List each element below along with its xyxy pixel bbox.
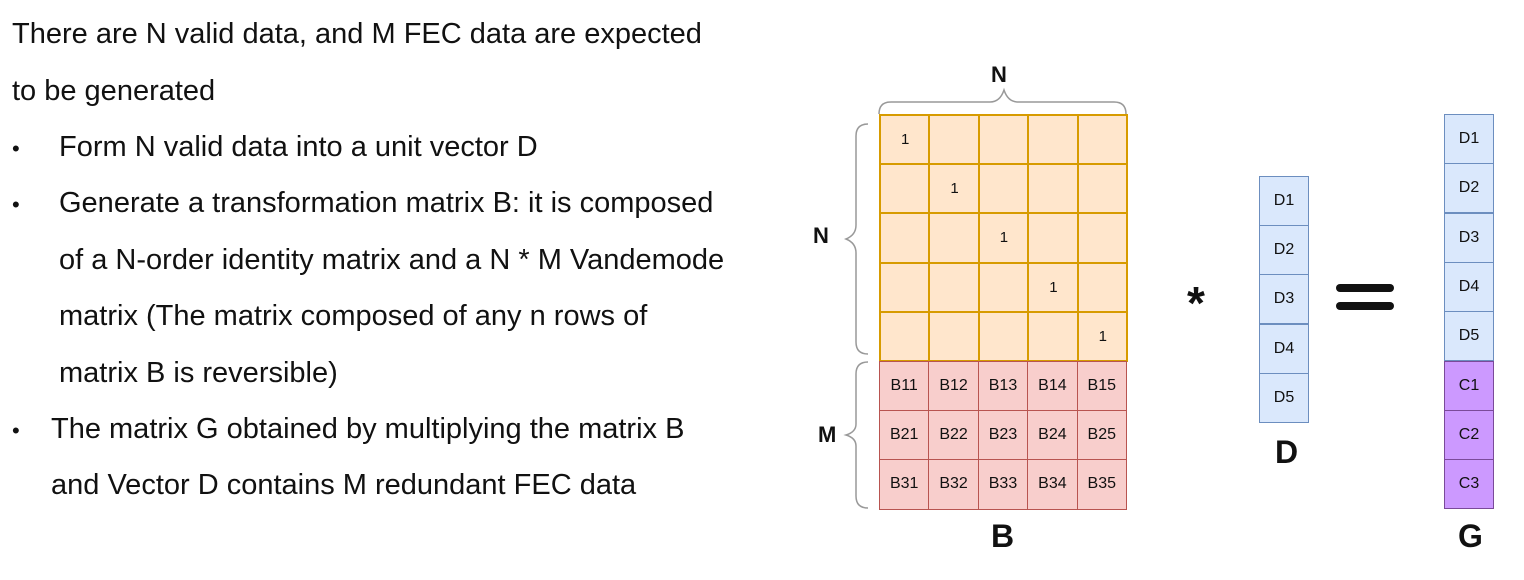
vector-d-cell: D1 [1259,176,1309,226]
vector-d-cell: D3 [1259,274,1309,325]
top-brace [878,87,1127,115]
vandermonde-cell: B25 [1076,410,1127,461]
identity-cell [928,261,980,313]
matrix-b-left-n-label: N [813,223,829,248]
identity-cell [879,261,931,313]
identity-cell [879,310,931,362]
identity-cell [1076,212,1128,264]
vandermonde-cell: B31 [879,459,930,510]
bullet-dot-3: • [12,418,20,443]
bullet-dot-2: • [12,192,20,217]
equals-operator [1336,284,1394,310]
vandermonde-cell: B33 [977,459,1029,510]
identity-cell [1027,310,1079,362]
vandermonde-cell: B15 [1076,361,1127,412]
bullet-dot-1: • [12,136,20,161]
vector-g-fec-cell: C3 [1444,459,1494,510]
vandermonde-cell: B13 [977,361,1029,412]
identity-cell [928,310,980,362]
identity-cell [977,261,1030,313]
bullet-3-line-2: and Vector D contains M redundant FEC da… [51,469,637,501]
bullet-2-line-3: matrix (The matrix composed of any n row… [59,300,648,332]
identity-cell: 1 [928,163,980,215]
left-brace-m [843,361,869,509]
vandermonde-cell: B14 [1027,361,1078,412]
vandermonde-cell: B24 [1027,410,1078,461]
identity-cell [1027,212,1079,264]
identity-cell [928,212,980,264]
vandermonde-cell: B35 [1076,459,1127,510]
vandermonde-cell: B12 [928,361,979,412]
identity-cell [879,163,931,215]
bullet-1-text: Form N valid data into a unit vector D [59,131,538,163]
identity-cell: 1 [1027,261,1079,313]
vector-d-cell: D5 [1259,372,1309,423]
identity-cell [1027,163,1079,215]
vector-g-data-cell: D1 [1444,114,1494,164]
vector-d-cell: D4 [1259,323,1309,374]
identity-cell [977,114,1030,166]
vector-d-cell: D2 [1259,225,1309,276]
identity-cell [928,114,980,166]
identity-cell [977,163,1030,215]
left-brace-n [843,123,869,355]
identity-cell: 1 [879,114,931,166]
vector-g-label: G [1458,518,1483,554]
intro-line-2: to be generated [12,75,216,107]
matrix-b-label: B [991,518,1015,554]
identity-cell [879,212,931,264]
vector-g-fec-cell: C1 [1444,360,1494,411]
bullet-2-line-1: Generate a transformation matrix B: it i… [59,187,714,219]
vandermonde-cell: B34 [1027,459,1078,510]
vector-d-label: D [1275,434,1299,470]
vector-g-data-cell: D3 [1444,212,1494,263]
vector-g-data-cell: D4 [1444,261,1494,312]
vandermonde-cell: B22 [928,410,979,461]
vandermonde-cell: B21 [879,410,930,461]
matrix-b-left-m-label: M [818,422,837,447]
multiply-operator: * [1187,277,1205,329]
bullet-2-line-2: of a N-order identity matrix and a N * M… [59,244,725,276]
identity-cell [977,310,1030,362]
vector-g-data-cell: D5 [1444,311,1494,362]
identity-cell: 1 [977,212,1030,264]
identity-cell [1076,163,1128,215]
bullet-2-line-4: matrix B is reversible) [59,357,338,389]
identity-cell: 1 [1076,310,1128,362]
vector-g-fec-cell: C2 [1444,409,1494,460]
identity-cell [1027,114,1079,166]
intro-line-1: There are N valid data, and M FEC data a… [12,18,702,50]
vandermonde-cell: B32 [928,459,979,510]
bullet-3-line-1: The matrix G obtained by multiplying the… [51,413,685,445]
identity-cell [1076,261,1128,313]
vandermonde-cell: B11 [879,361,930,412]
vandermonde-cell: B23 [977,410,1029,461]
identity-cell [1076,114,1128,166]
vector-g-data-cell: D2 [1444,163,1494,214]
matrix-b-top-n-label: N [991,62,1007,87]
